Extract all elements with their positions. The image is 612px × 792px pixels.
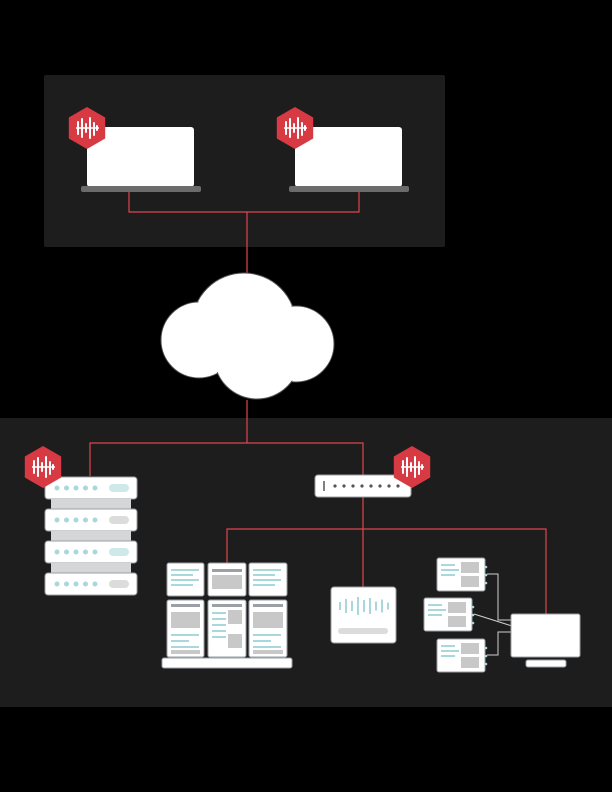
document-page [207, 562, 247, 597]
top-panel [44, 75, 445, 247]
document-page [207, 599, 247, 658]
document-page [166, 599, 205, 658]
link-branch [226, 528, 547, 614]
device-card [436, 638, 488, 673]
document-page [166, 562, 205, 597]
laptop-2 [275, 106, 409, 192]
device-card [423, 597, 475, 632]
network-switch [314, 474, 412, 498]
laptop-1 [67, 106, 201, 192]
server-unit [44, 540, 138, 573]
document-page [248, 599, 288, 658]
server-unit [44, 508, 138, 541]
document-page [248, 562, 288, 597]
network-links [89, 192, 547, 614]
wall-display [330, 586, 397, 644]
monitor [510, 613, 581, 668]
device-card [436, 557, 488, 592]
device-cards [423, 557, 513, 673]
link-laptops-bus [128, 192, 360, 213]
server-unit [44, 476, 138, 509]
server-unit [44, 572, 138, 596]
server-stack [44, 476, 138, 596]
link-server-switch [89, 442, 364, 476]
document-binders [161, 562, 293, 669]
